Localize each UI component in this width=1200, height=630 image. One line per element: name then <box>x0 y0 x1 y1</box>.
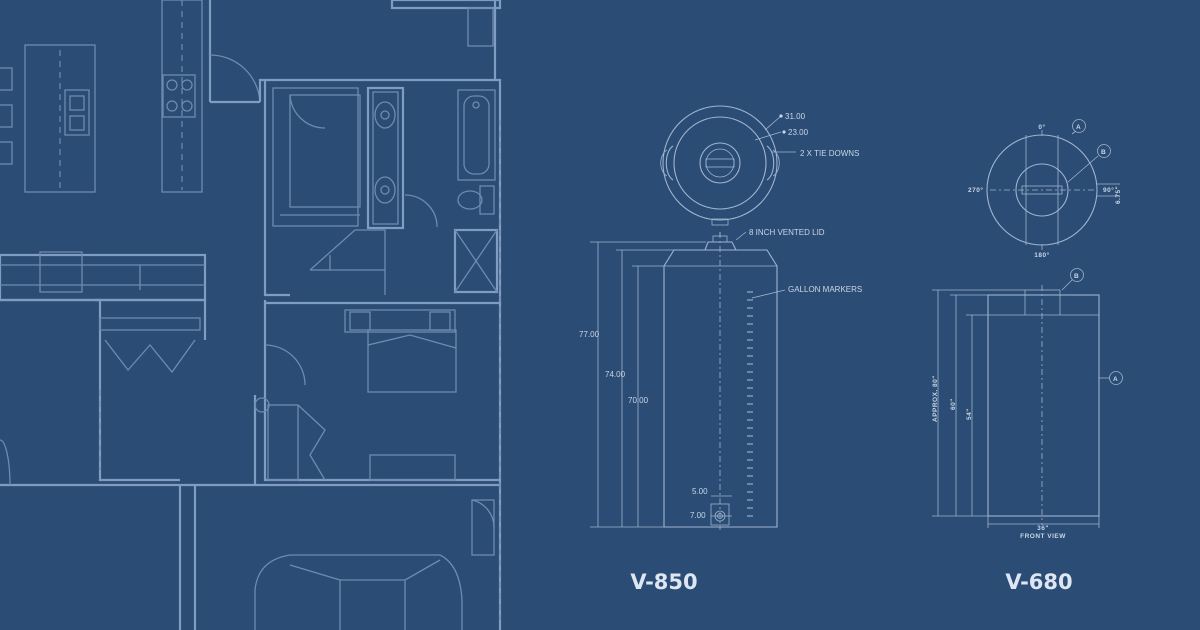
hall-counter <box>0 251 207 302</box>
v680-tag-b-top: B <box>1101 149 1106 156</box>
closet-doors <box>99 317 326 481</box>
tank-v680-drawing: 0° 90° 180° 270° A B 6.75" B A <box>932 119 1123 540</box>
v850-front-view <box>663 232 778 530</box>
v850-gallon-markers <box>747 291 753 517</box>
v680-height-b: 54" <box>966 408 973 420</box>
v850-outer-diameter-label: 31.00 <box>785 112 806 121</box>
v850-inner-diameter-label: 23.00 <box>788 128 809 137</box>
v850-wall-height: 70.00 <box>628 396 649 405</box>
v680-height-a: 60" <box>950 398 957 410</box>
v680-approx-height: APPROX. 80" <box>932 375 939 422</box>
bedroom-bed <box>344 309 457 481</box>
v850-overall-height: 77.00 <box>579 330 600 339</box>
v680-tag-a-top: A <box>1076 124 1081 131</box>
main-walls <box>0 298 502 630</box>
v850-top-view <box>660 105 796 226</box>
v680-side-small-dim: 6.75" <box>1115 186 1122 204</box>
v850-fitting-height: 7.00 <box>690 511 706 520</box>
v680-front-view <box>987 268 1123 525</box>
closet <box>272 87 361 227</box>
v680-model-title: V-680 <box>1005 570 1072 594</box>
v680-width: 36" <box>1037 525 1049 532</box>
kitchen-island <box>0 44 96 193</box>
shower <box>309 228 499 295</box>
stove-counter <box>161 0 203 193</box>
vanity <box>366 86 438 230</box>
toilet <box>457 185 495 215</box>
v680-dimension-lines <box>932 289 1100 528</box>
v680-angle-right: 90° <box>1103 186 1114 194</box>
v850-shoulder-height: 74.00 <box>605 370 626 379</box>
garage-car <box>254 397 495 630</box>
v850-dimension-lines <box>590 241 732 528</box>
v680-tag-b-front: B <box>1074 273 1079 280</box>
v850-gallon-markers-label: GALLON MARKERS <box>788 285 862 294</box>
floor-plan <box>0 0 502 630</box>
v680-front-view-label: FRONT VIEW <box>1020 533 1066 540</box>
v680-top-view <box>986 119 1120 250</box>
bathtub <box>457 89 496 181</box>
v680-tag-a-front: A <box>1113 376 1118 383</box>
v850-tie-downs-label: 2 X TIE DOWNS <box>800 149 859 158</box>
v680-angle-left: 270° <box>968 186 983 194</box>
v850-fitting-offset: 5.00 <box>692 487 708 496</box>
v850-model-title: V-850 <box>630 570 697 594</box>
v680-angle-top: 0° <box>1038 123 1045 131</box>
v680-angle-bottom: 180° <box>1034 251 1049 259</box>
v850-vented-lid-label: 8 INCH VENTED LID <box>749 228 825 237</box>
tank-v850-drawing: 31.00 23.00 2 X TIE DOWNS 8 INCH VENTED … <box>579 105 862 530</box>
walls <box>208 0 502 305</box>
